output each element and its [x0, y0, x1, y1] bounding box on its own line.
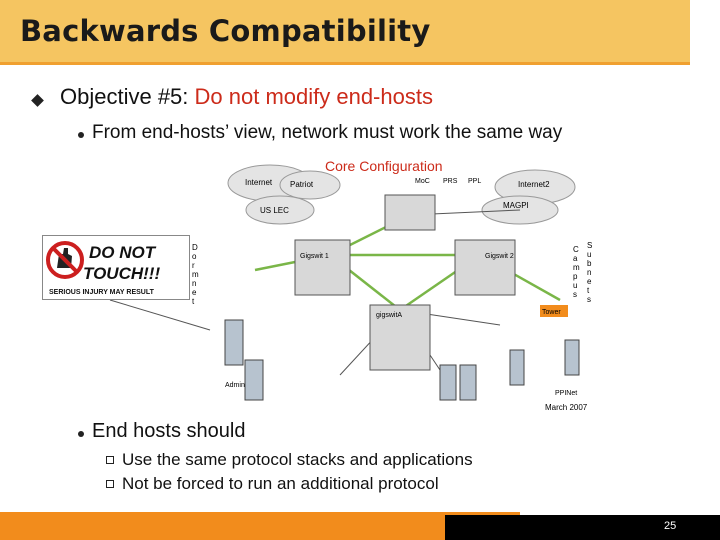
dormnet-letter: n — [192, 279, 196, 288]
do-not-touch-sign: DO NOT TOUCH!!! SERIOUS INJURY MAY RESUL… — [42, 235, 190, 300]
bullet-dot-icon — [78, 431, 84, 437]
objective-bullet: Objective #5: Do not modify end-hosts — [60, 84, 433, 110]
subnets-letter: n — [587, 268, 591, 277]
subnets-letter: t — [587, 286, 590, 295]
tower-label: Tower — [542, 309, 561, 316]
dormnet-letter: D — [192, 243, 198, 252]
admin-label: Admin — [225, 382, 245, 389]
gigswita-label: gigswitA — [376, 312, 402, 319]
patriot-label: Patriot — [290, 180, 314, 189]
sub-item: Not be forced to run an additional proto… — [122, 474, 439, 493]
subnets-letter: S — [587, 241, 592, 250]
sign-line-3: SERIOUS INJURY MAY RESULT — [49, 289, 155, 296]
ppl-label: PPL — [468, 178, 481, 185]
dormnet-letter: r — [192, 261, 195, 270]
title-bar — [0, 0, 690, 62]
no-hand-icon: DO NOT TOUCH!!! SERIOUS INJURY MAY RESUL… — [43, 236, 189, 299]
subnets-letter: u — [587, 250, 591, 259]
sub-item: Use the same protocol stacks and applica… — [122, 450, 473, 469]
page-number: 25 — [664, 520, 677, 532]
prs-label: PRS — [443, 178, 458, 185]
internet2-label: Internet2 — [518, 180, 550, 189]
core-configuration-diagram: Core Configuration Internet Patriot US L… — [40, 155, 600, 415]
objective-prefix: Objective #5: — [60, 84, 195, 109]
diagram-title: Core Configuration — [325, 158, 443, 174]
dormnet-letter: t — [192, 297, 195, 306]
bullet-diamond-icon — [31, 94, 44, 107]
campus-letter: C — [573, 245, 579, 254]
sub-bullet: From end-hosts’ view, network must work … — [92, 122, 563, 143]
dormnet-letter: e — [192, 288, 197, 297]
ppinet-label: PPINet — [555, 390, 577, 397]
magpi-label: MAGPI — [503, 201, 529, 210]
objective-highlight: Do not modify end-hosts — [194, 84, 433, 109]
slide-title: Backwards Compatibility — [20, 14, 431, 48]
campus-letter: m — [573, 263, 580, 272]
campus-letter: u — [573, 281, 577, 290]
campus-letter: s — [573, 290, 577, 299]
dormnet-letter: o — [192, 252, 197, 261]
gigswit1-label: Gigswit 1 — [300, 253, 329, 260]
footer-bar — [0, 512, 520, 540]
sign-line-1: DO NOT — [89, 243, 157, 262]
square-bullet-icon — [106, 480, 114, 488]
us-lec-label: US LEC — [260, 206, 289, 215]
moc-label: MoC — [415, 178, 430, 185]
bullet-dot-icon — [78, 132, 84, 138]
sign-line-2: TOUCH!!! — [83, 264, 160, 283]
square-bullet-icon — [106, 456, 114, 464]
gigswit2-label: Gigswit 2 — [485, 253, 514, 260]
subnets-letter: e — [587, 277, 592, 286]
march-label: March 2007 — [545, 403, 588, 412]
right-margin — [690, 0, 720, 540]
title-underline — [0, 62, 690, 65]
end-hosts-bullet: End hosts should — [92, 420, 246, 442]
internet-label: Internet — [245, 178, 273, 187]
footer-black-bar — [445, 515, 720, 540]
subnets-letter: b — [587, 259, 592, 268]
subnets-letter: s — [587, 295, 591, 304]
dormnet-letter: m — [192, 270, 199, 279]
campus-letter: p — [573, 272, 578, 281]
campus-letter: a — [573, 254, 578, 263]
